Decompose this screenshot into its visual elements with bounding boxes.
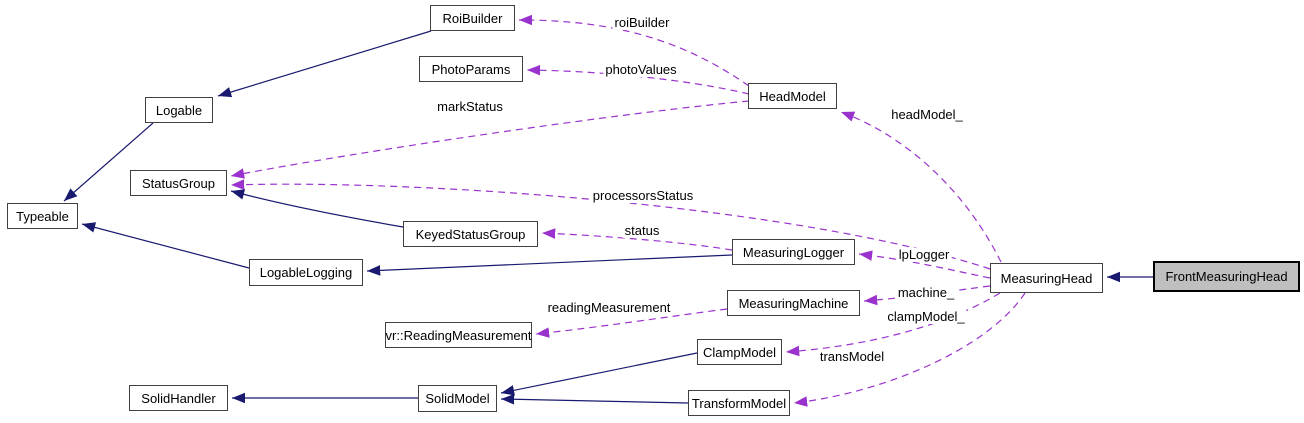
edge-measuringlogger-keyedstatusgroup: [541, 228, 733, 251]
node-logablelogging[interactable]: LogableLogging: [249, 259, 363, 286]
edge-label-markstatus: markStatus: [435, 99, 505, 114]
node-solidmodel[interactable]: SolidModel: [418, 385, 497, 412]
edge-label-processorsstatus: processorsStatus: [590, 188, 696, 203]
node-typeable[interactable]: Typeable: [7, 203, 78, 229]
node-solidhandler[interactable]: SolidHandler: [129, 385, 228, 411]
edge-clampmodel-solidmodel: [500, 352, 698, 396]
edge-roibuilder-logable: [217, 30, 432, 98]
edge-transformmodel-solidmodel: [500, 394, 689, 405]
node-measuringlogger[interactable]: MeasuringLogger: [732, 239, 855, 265]
edge-headmodel-photoparams: [526, 64, 750, 95]
node-transformmodel[interactable]: TransformModel: [688, 390, 790, 416]
node-clampmodel[interactable]: ClampModel: [697, 339, 782, 365]
edge-measuringhead-measuringmachine: [863, 285, 991, 306]
edge-measuringhead-clampmodel: [785, 292, 1001, 357]
edge-headmodel-statusgroup: [230, 100, 750, 179]
node-measuringmachine[interactable]: MeasuringMachine: [727, 290, 860, 316]
edge-label-photovalues: photoValues: [603, 62, 679, 77]
node-photoparams[interactable]: PhotoParams: [419, 56, 523, 82]
edge-keyedstatusgroup-statusgroup: [230, 189, 404, 228]
node-headmodel[interactable]: HeadModel: [748, 83, 837, 109]
node-logable[interactable]: Logable: [145, 97, 213, 123]
node-statusgroup[interactable]: StatusGroup: [130, 170, 227, 196]
node-measuringhead[interactable]: MeasuringHead: [990, 263, 1103, 293]
edge-label-clampmodel: clampModel_: [885, 309, 967, 324]
edge-label-transmodel: transModel: [817, 349, 887, 364]
edge-label-headmodel: headModel_: [889, 107, 965, 122]
edge-measuringhead-headmodel: [840, 111, 1002, 263]
node-frontmeasuringhead: FrontMeasuringHead: [1153, 261, 1300, 292]
edge-measuringlogger-logablelogging: [366, 254, 733, 276]
edge-headmodel-roibuilder: [518, 14, 750, 87]
edge-label-machine: machine_: [895, 285, 957, 300]
edge-label-roibuilder: roiBuilder: [612, 15, 672, 30]
node-keyedstatusgroup[interactable]: KeyedStatusGroup: [403, 221, 538, 247]
edge-measuringmachine-readingmeasurement: [535, 308, 728, 338]
edge-measuringhead-measuringlogger: [858, 250, 991, 279]
edge-label-status: status: [622, 223, 662, 238]
edge-logablelogging-typeable: [81, 222, 250, 269]
node-vr-readingmeasurement[interactable]: vr::ReadingMeasurement: [385, 322, 532, 348]
edge-measuringhead-transformmodel: [793, 292, 1026, 407]
edge-logable-typeable: [63, 122, 154, 202]
edge-label-lplogger: lpLogger: [896, 247, 952, 262]
edge-label-readingmeasurement: readingMeasurement: [545, 300, 673, 315]
node-roibuilder[interactable]: RoiBuilder: [430, 5, 515, 31]
